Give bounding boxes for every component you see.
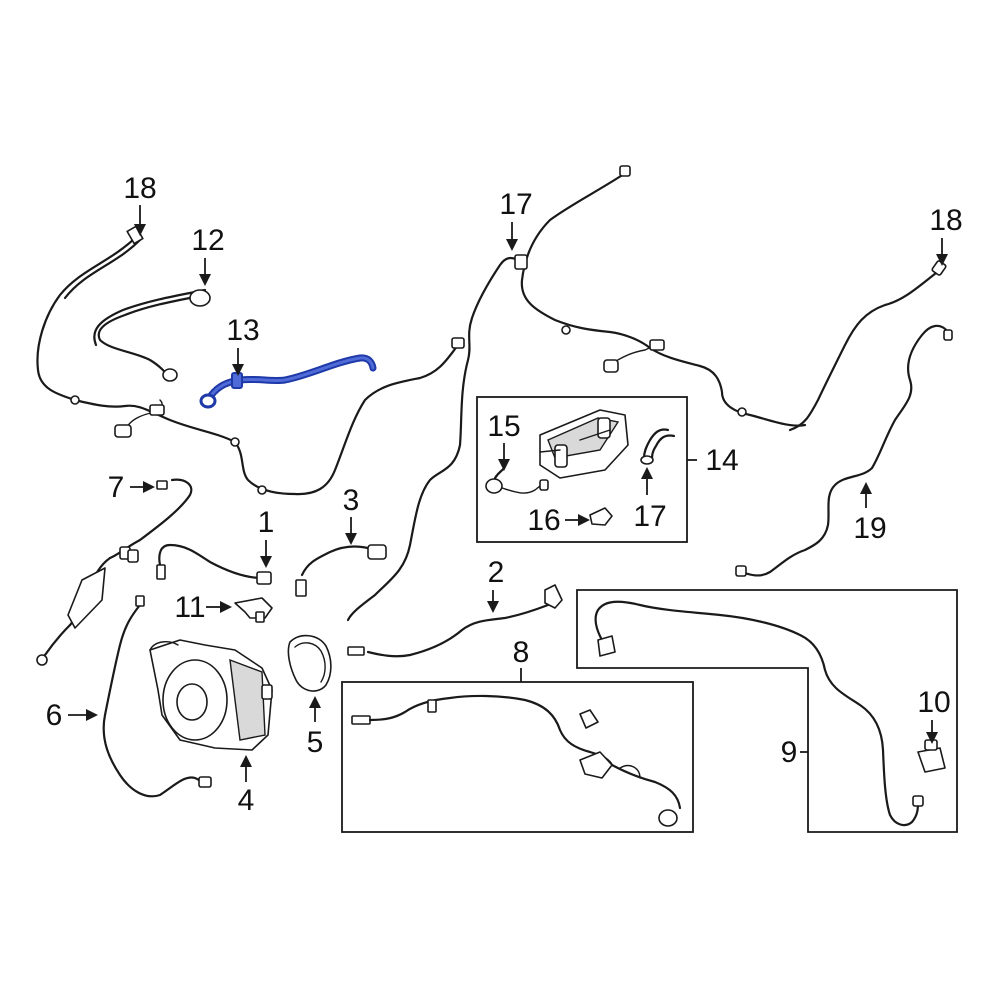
part-8-harness[interactable] (351, 694, 682, 827)
callout-7: 7 (108, 471, 125, 504)
callout-18-right: 18 (929, 204, 962, 237)
callout-10: 10 (917, 686, 950, 719)
callout-3: 3 (343, 484, 360, 517)
callout-14: 14 (705, 444, 738, 477)
callout-13: 13 (226, 314, 259, 347)
part-11-sensor[interactable] (234, 597, 273, 623)
group-box-9 (576, 589, 958, 833)
part-19-line[interactable] (735, 324, 953, 577)
part-6-line[interactable] (102, 595, 212, 798)
callout-19: 19 (853, 512, 886, 545)
part-13-hose-highlighted[interactable] (199, 354, 377, 409)
callout-11: 11 (174, 591, 205, 624)
part-10-valve[interactable] (917, 739, 946, 773)
part-16-clip[interactable] (589, 507, 613, 526)
callout-12: 12 (191, 224, 224, 257)
callout-labels: 18 12 13 17 18 15 14 16 17 7 1 3 19 2 11… (46, 172, 963, 817)
part-7-sensor[interactable] (36, 478, 193, 666)
callout-15: 15 (487, 410, 520, 443)
callout-16: 16 (527, 504, 560, 537)
part-14-canister[interactable] (539, 409, 629, 479)
part-17-hose-box[interactable] (640, 428, 676, 465)
group-box-8 (341, 681, 694, 833)
callout-leaders (68, 205, 948, 782)
part-18-right-line[interactable] (788, 260, 947, 432)
part-17-long-line[interactable] (346, 165, 807, 622)
callout-2: 2 (488, 556, 505, 589)
part-3-sensor[interactable] (295, 544, 387, 597)
callout-5: 5 (307, 726, 324, 759)
group-box-14 (476, 396, 688, 543)
part-5-gasket[interactable] (287, 634, 332, 692)
callout-8: 8 (513, 636, 530, 669)
callout-1: 1 (258, 506, 275, 539)
part-18-left-harness[interactable] (36, 225, 465, 496)
part-4-vacuum-pump[interactable] (149, 639, 273, 751)
callout-17-top: 17 (499, 188, 532, 221)
callout-18-left: 18 (123, 172, 156, 205)
part-9-line[interactable] (594, 600, 924, 827)
callout-4: 4 (238, 784, 255, 817)
callout-6: 6 (46, 699, 63, 732)
part-12-hose[interactable] (93, 288, 211, 382)
callout-9: 9 (781, 736, 798, 769)
part-15-valve[interactable] (485, 463, 549, 494)
callout-17-box: 17 (633, 500, 666, 533)
part-2-sensor-line[interactable] (347, 584, 563, 658)
part-1-sensor[interactable] (156, 543, 272, 585)
